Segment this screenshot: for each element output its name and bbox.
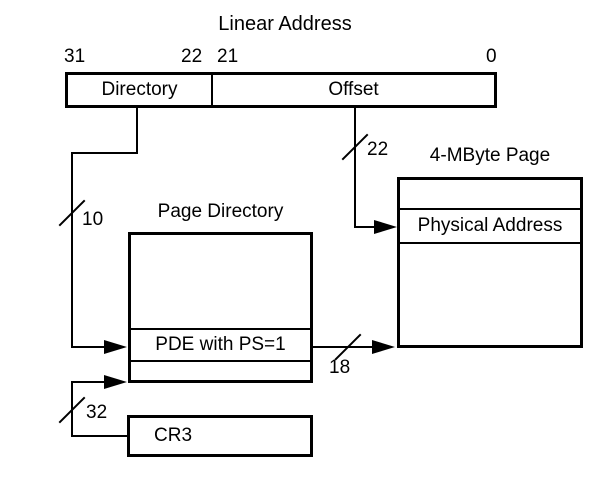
cr3-connector-to-directory-base (71, 381, 105, 383)
arrowhead-into-page-directory-base (104, 375, 127, 389)
cr3-label: CR3 (154, 425, 193, 446)
cr3-connector-horizontal (71, 435, 127, 437)
offset-connector-down (354, 107, 356, 228)
offset-field: Offset (328, 79, 379, 100)
page-directory-box: PDE with PS=1 (128, 232, 313, 383)
four-mbyte-page-title: 4-MByte Page (429, 145, 551, 166)
directory-connector-jog (71, 152, 138, 154)
bus-width-label-22: 22 (367, 139, 389, 160)
bit-label-0: 0 (486, 46, 497, 67)
arrowhead-into-pde (104, 340, 127, 354)
directory-connector-vertical (71, 152, 73, 348)
bus-width-label-10: 10 (82, 209, 104, 230)
offset-connector-to-page (354, 226, 376, 228)
cr3-register-box: CR3 (127, 415, 313, 457)
directory-connector-down (136, 107, 138, 154)
pde-entry-row: PDE with PS=1 (131, 328, 310, 362)
linear-address-title: Linear Address (218, 13, 352, 35)
four-mbyte-page-box: Physical Address (397, 177, 583, 348)
page-upper-region (400, 180, 580, 208)
bus-width-label-32: 32 (86, 402, 108, 423)
page-lower-region (400, 244, 580, 345)
physical-address-row: Physical Address (400, 208, 580, 244)
bus-width-label-18: 18 (329, 357, 351, 378)
page-directory-title: Page Directory (157, 201, 284, 222)
bit-label-22: 22 (181, 46, 203, 67)
arrowhead-into-page-base (372, 340, 395, 354)
directory-connector-to-pde (71, 346, 105, 348)
directory-field: Directory (68, 75, 213, 105)
arrowhead-into-physical-address (374, 220, 397, 234)
page-directory-upper-region (131, 235, 310, 328)
bit-label-31: 31 (64, 46, 86, 67)
pde-connector-to-page (313, 346, 372, 348)
bit-label-21: 21 (217, 46, 239, 67)
page-directory-lower-region (131, 362, 310, 380)
linear-address-box: Directory Offset (65, 72, 497, 108)
